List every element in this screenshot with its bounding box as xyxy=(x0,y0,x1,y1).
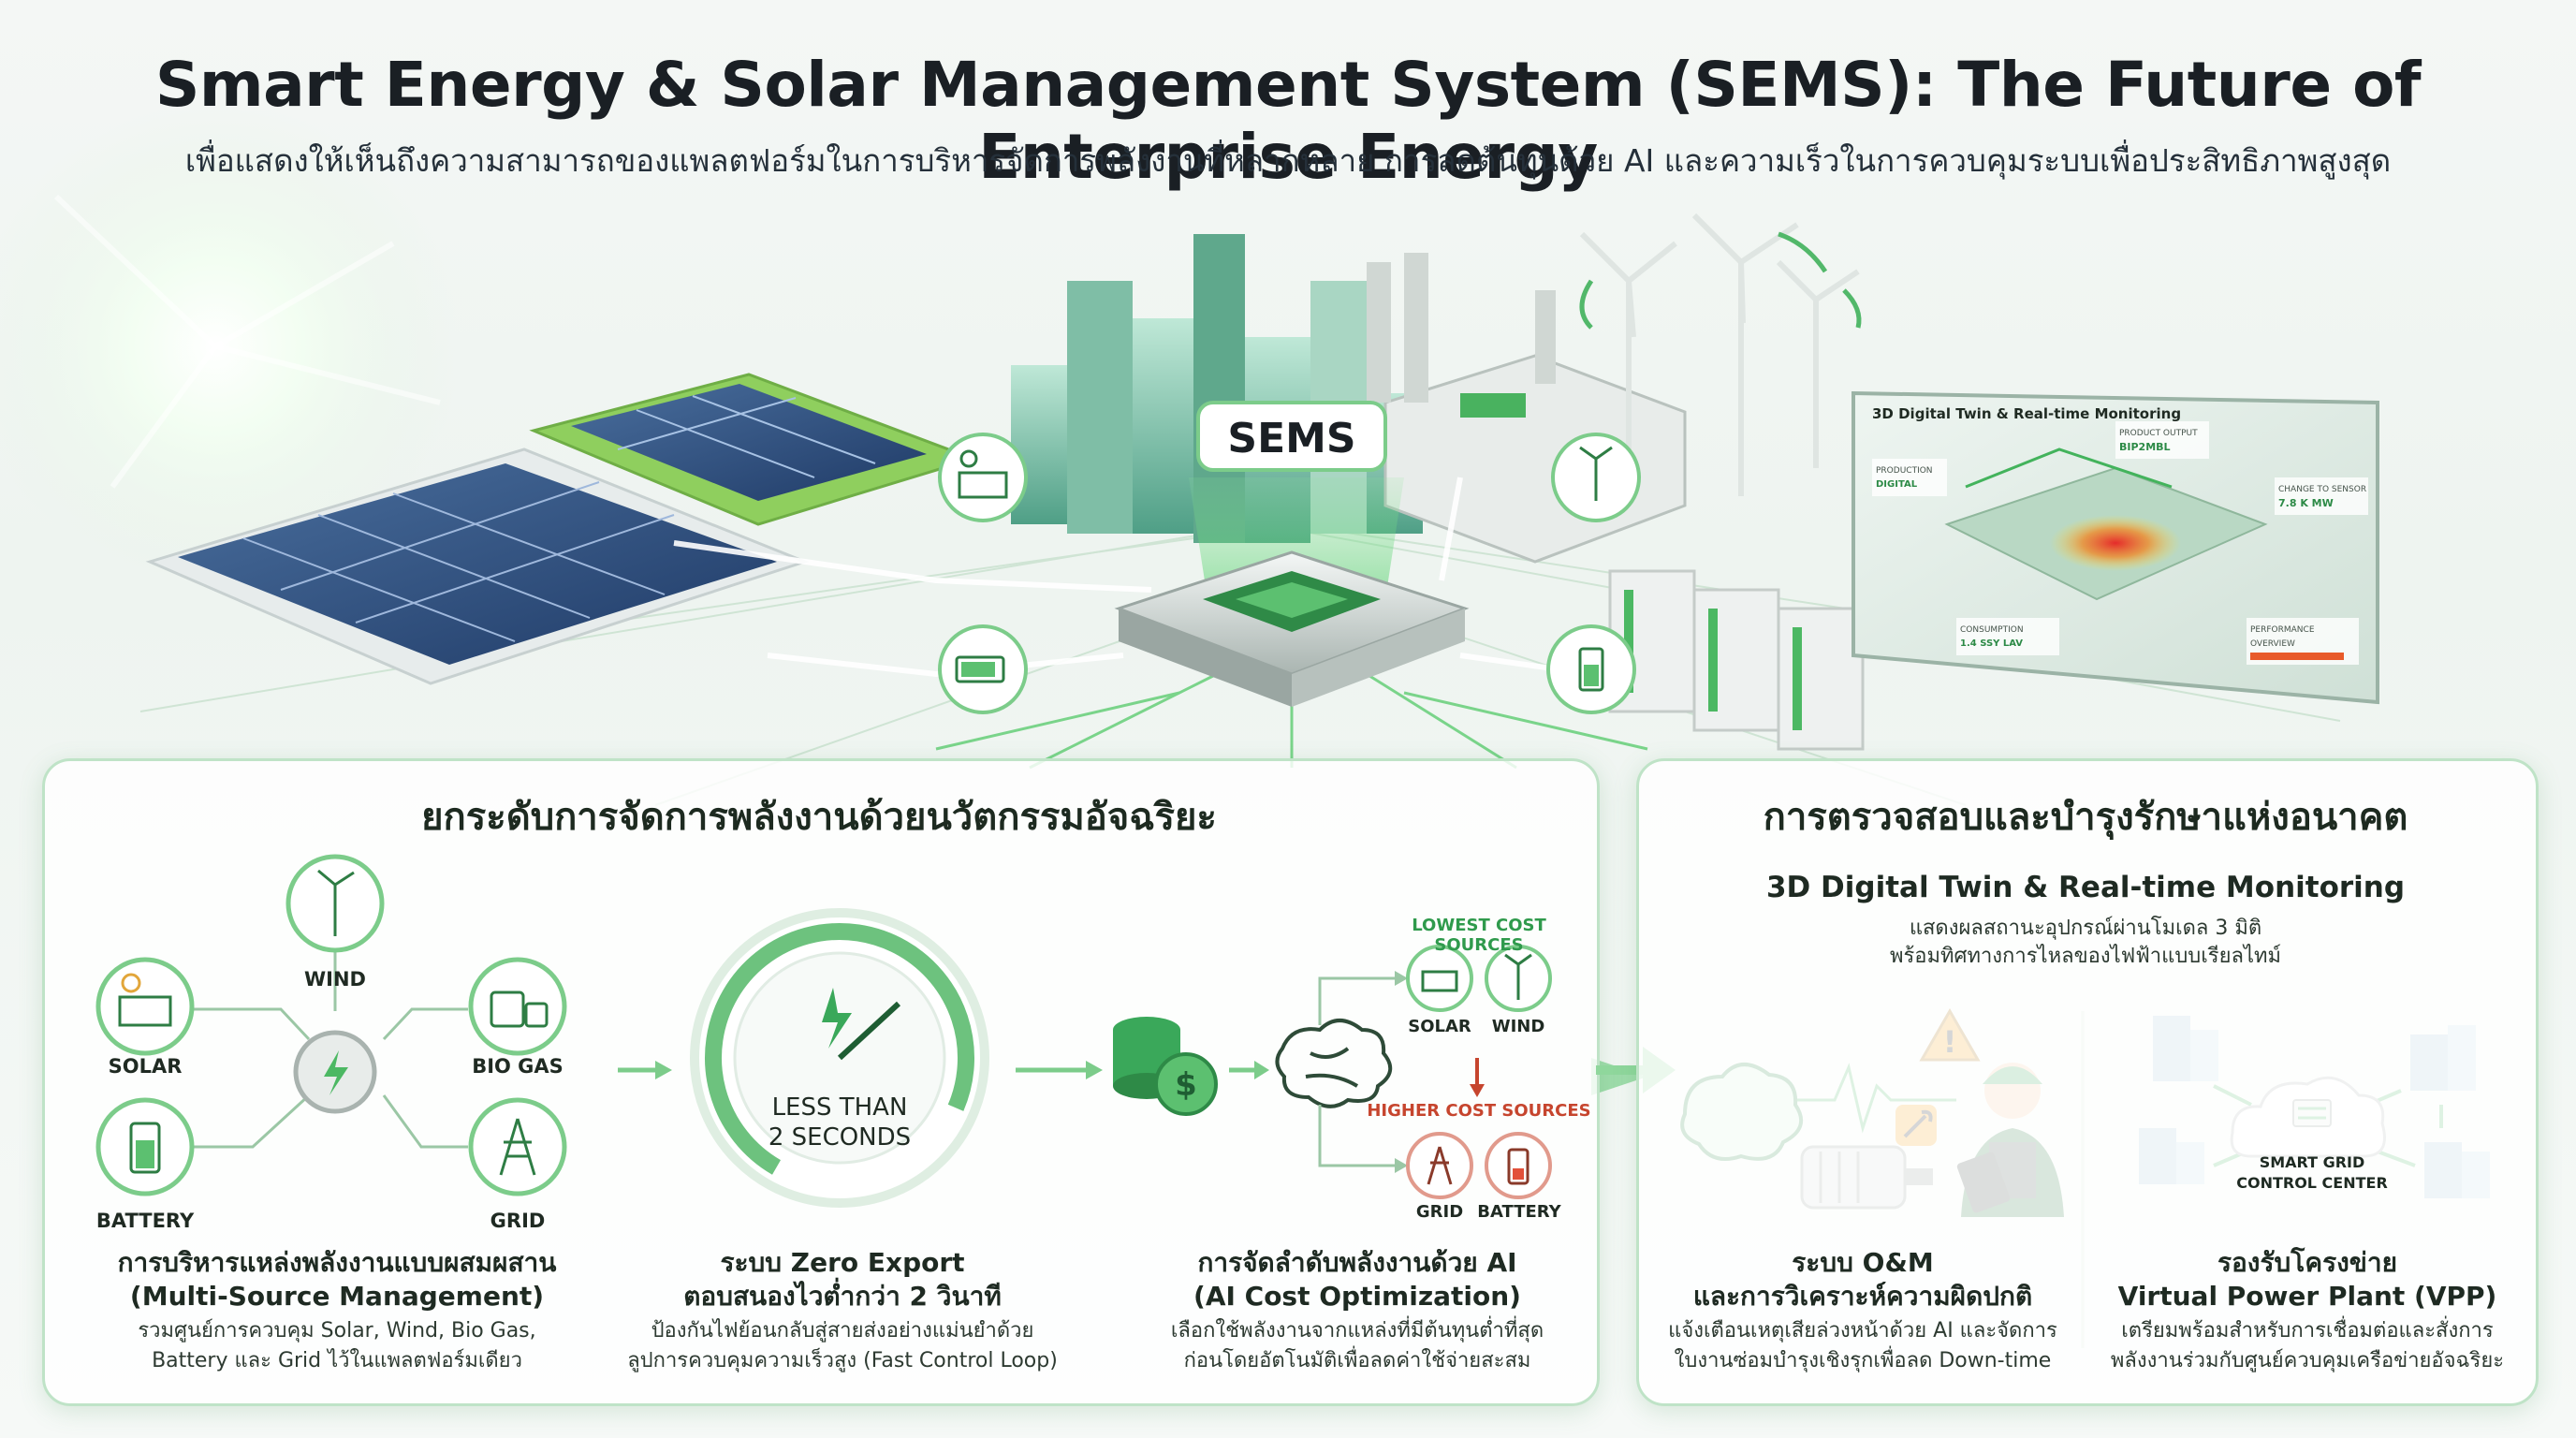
ai-cost-desc-1: เลือกใช้พลังงานจากแหล่งที่มีต้นทุนต่ำที่… xyxy=(1170,1319,1544,1343)
solar-label: SOLAR xyxy=(108,1055,183,1078)
om-desc-1: แจ้งเตือนเหตุเสียล่วงหน้าด้วย AI และจัดก… xyxy=(1668,1319,2057,1343)
multi-source-hub-icon xyxy=(293,1030,377,1114)
battery-label: BATTERY xyxy=(95,1210,195,1232)
sems-label-box xyxy=(1196,401,1387,472)
svg-text:$: $ xyxy=(1175,1066,1197,1104)
dash-card4-value: 1.4 SSY LAV xyxy=(1960,638,2023,649)
wind-label: WIND xyxy=(304,968,366,990)
hero-wind-icon xyxy=(1551,433,1641,522)
multi-source-caption-1: การบริหารแหล่งพลังงานแบบผสมผสาน xyxy=(117,1247,557,1278)
sems-label: SEMS xyxy=(1227,415,1355,462)
om-desc-2: ใบงานซ่อมบำรุงเชิงรุกเพื่อลด Down-time xyxy=(1674,1349,2052,1372)
coin-stack-icon: $ xyxy=(1113,1017,1218,1116)
twin-desc-2: พร้อมทิศทางการไหลของไฟฟ้าแบบเรียลไทม์ xyxy=(1889,945,2282,968)
digital-twin-dashboard: 3D Digital Twin & Real-time Monitoring P… xyxy=(1852,390,2379,705)
vpp-center-label-2: CONTROL CENTER xyxy=(2236,1174,2388,1192)
ai-brain-icon xyxy=(1275,1019,1393,1108)
dash-card5-label: PERFORMANCE xyxy=(2250,625,2315,635)
ai-battery-icon xyxy=(1485,1132,1552,1199)
twin-title: 3D Digital Twin & Real-time Monitoring xyxy=(1765,871,2406,904)
multi-source-caption-2: (Multi-Source Management) xyxy=(129,1281,545,1312)
multi-source-solar-icon xyxy=(95,957,195,1056)
multi-source-wind-icon xyxy=(285,854,385,953)
ai-cost-desc-2: ก่อนโดยอัตโนมัติเพื่อลดค่าใช้จ่ายสะสม xyxy=(1183,1349,1531,1372)
zero-export-caption-1: ระบบ Zero Export xyxy=(720,1247,965,1278)
sun-glow xyxy=(0,103,459,590)
dash-card5-value: OVERVIEW xyxy=(2250,639,2295,649)
biogas-label: BIO GAS xyxy=(472,1055,564,1078)
hero-battery-icon-right xyxy=(1546,624,1636,714)
om-caption-2: และการวิเคราะห์ความผิดปกติ xyxy=(1692,1281,2033,1312)
multi-source-grid-icon xyxy=(468,1097,567,1196)
vpp-caption-2: Virtual Power Plant (VPP) xyxy=(2117,1281,2497,1312)
vpp-desc-2: พลังงานร่วมกับศูนย์ควบคุมเครือข่ายอัจฉริ… xyxy=(2110,1349,2505,1372)
ai-wind-icon xyxy=(1485,945,1552,1012)
om-caption-1: ระบบ O&M xyxy=(1792,1247,1934,1278)
gauge-line-2: 2 SECONDS xyxy=(768,1123,912,1152)
ai-battery-label: BATTERY xyxy=(1477,1202,1561,1222)
response-gauge xyxy=(690,908,989,1208)
ai-grid-icon xyxy=(1406,1132,1473,1199)
hero-battery-icon-left xyxy=(938,624,1028,714)
ai-solar-icon xyxy=(1406,945,1473,1012)
dash-card2-label: PRODUCT OUTPUT xyxy=(2119,429,2198,438)
dash-card1-label: PRODUCTION xyxy=(1876,466,1933,476)
dashboard-title: 3D Digital Twin & Real-time Monitoring xyxy=(1872,405,2181,422)
page-title: Smart Energy & Solar Management System (… xyxy=(154,49,2422,193)
multi-source-connectors xyxy=(187,946,468,1149)
ai-grid-label: GRID xyxy=(1415,1202,1464,1222)
vpp-center-label-1: SMART GRID xyxy=(2259,1153,2365,1171)
right-panel-title: การตรวจสอบและบำรุงรักษาแห่งอนาคต xyxy=(1763,796,2408,839)
twin-desc-1: แสดงผลสถานะอุปกรณ์ผ่านโมเดล 3 มิติ xyxy=(1909,917,2262,940)
ai-solar-label: SOLAR xyxy=(1408,1017,1471,1036)
dash-card3-value: 7.8 K MW xyxy=(2278,497,2334,509)
rotation-arrows xyxy=(1579,231,1862,330)
ai-cost-branches xyxy=(1318,976,1395,1167)
zero-export-caption-2: ตอบสนองไวต่ำกว่า 2 วินาที xyxy=(683,1281,1002,1312)
vpp-caption-1: รองรับโครงข่าย xyxy=(2217,1247,2398,1278)
ai-cost-caption-2: (AI Cost Optimization) xyxy=(1193,1281,1521,1312)
sun-rays xyxy=(53,194,441,489)
higher-cost-tag: HIGHER COST SOURCES xyxy=(1367,1101,1591,1121)
dash-card2-value: BIP2MBL xyxy=(2119,441,2171,453)
solar-field-grass xyxy=(529,373,978,526)
dash-card1-value: DIGITAL xyxy=(1876,479,1918,490)
central-hub-chip xyxy=(1114,550,1470,707)
right-panel xyxy=(1636,758,2539,1406)
grid-label: GRID xyxy=(490,1210,546,1232)
multi-source-battery-icon xyxy=(95,1097,195,1196)
multi-source-desc-1: รวมศูนย์การควบคุม Solar, Wind, Bio Gas, xyxy=(138,1319,536,1343)
hero-solar-icon xyxy=(938,433,1028,522)
gauge-line-1: LESS THAN xyxy=(771,1093,908,1122)
ai-wind-label: WIND xyxy=(1491,1017,1545,1036)
zero-export-desc-1: ป้องกันไฟย้อนกลับสู่สายส่งอย่างแม่นยำด้ว… xyxy=(651,1319,1034,1343)
multi-source-biogas-icon xyxy=(468,957,567,1056)
zero-export-desc-2: ลูปการควบคุมความเร็วสูง (Fast Control Lo… xyxy=(627,1349,1058,1372)
lowest-cost-tag: LOWEST COST SOURCES xyxy=(1412,916,1546,955)
left-panel-title: ยกระดับการจัดการพลังงานด้วยนวัตกรรมอัจฉร… xyxy=(421,796,1217,839)
multi-source-desc-2: Battery และ Grid ไว้ในแพลตฟอร์มเดียว xyxy=(152,1349,522,1372)
ai-cost-caption-1: การจัดลำดับพลังงานด้วย AI xyxy=(1197,1247,1517,1278)
dash-card4-label: CONSUMPTION xyxy=(1960,625,2024,635)
page-subtitle: เพื่อแสดงให้เห็นถึงความสามารถของแพลตฟอร์… xyxy=(184,142,2392,179)
dash-card3-label: CHANGE TO SENSOR xyxy=(2278,485,2366,494)
vpp-desc-1: เตรียมพร้อมสำหรับการเชื่อมต่อและสั่งการ xyxy=(2121,1319,2494,1343)
